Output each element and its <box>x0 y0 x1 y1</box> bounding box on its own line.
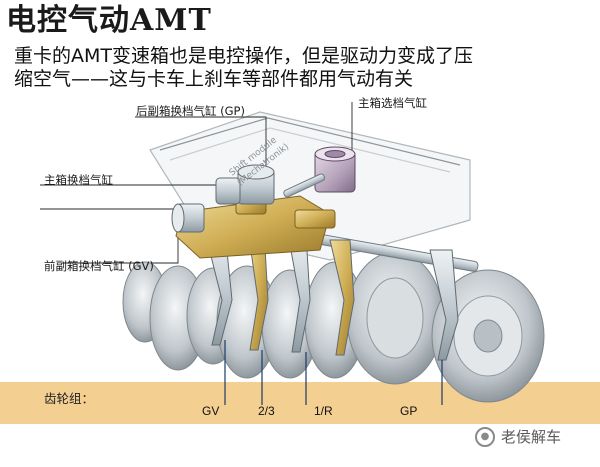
gear-stack <box>122 251 545 403</box>
gear-pointer-lines <box>224 340 443 405</box>
diagram-subtitle: 重卡的AMT变速箱也是电控操作，但是驱动力变成了压 缩空气——这与卡车上刹车等部… <box>14 45 584 91</box>
watermark: ● 老侯解车 <box>475 426 561 447</box>
wechat-icon: ● <box>475 426 495 447</box>
gear-label-gv: GV <box>202 404 220 418</box>
subtitle-line-1: 重卡的AMT变速箱也是电控操作，但是驱动力变成了压 <box>14 45 473 67</box>
subtitle-line-2: 缩空气——这与卡车上刹车等部件都用气动有关 <box>14 68 414 90</box>
shift-forks <box>204 229 459 361</box>
label-front-splitter-cylinder: 前副箱换档气缸 (GV) <box>44 259 154 273</box>
diagram-title: 电控气动AMT <box>6 3 212 38</box>
label-main-select-cylinder: 主箱选档气缸 <box>358 96 427 110</box>
rear-range-cylinder <box>237 164 275 205</box>
front-splitter-cylinder <box>171 203 205 233</box>
gear-label-2-3: 2/3 <box>258 404 275 418</box>
label-main-shift-cylinder: 主箱换档气缸 <box>44 173 113 187</box>
watermark-text: 老侯解车 <box>501 428 562 446</box>
main-shift-cylinder <box>215 177 241 205</box>
gear-group-label: 齿轮组： <box>44 391 95 406</box>
main-select-cylinder <box>283 146 356 198</box>
label-rear-range-cylinder: 后副箱换档气缸 (GP) <box>136 104 245 118</box>
gear-label-gp: GP <box>400 404 418 418</box>
gear-label-1-r: 1/R <box>314 404 333 418</box>
